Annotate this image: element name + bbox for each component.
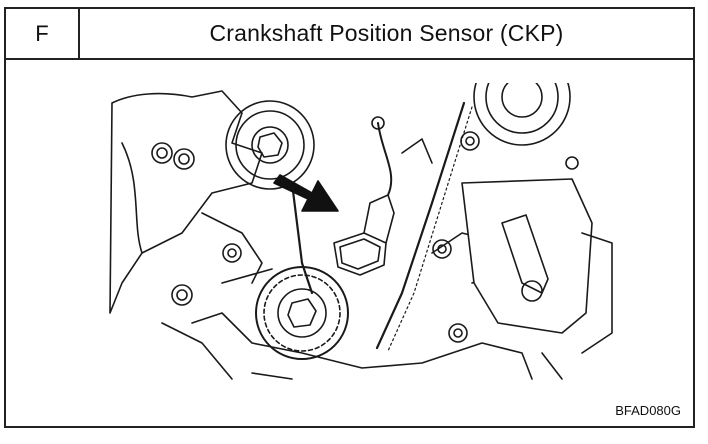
figure-panel: F Crankshaft Position Sensor (CKP) [4,7,695,428]
section-letter: F [6,9,80,58]
section-title: Crankshaft Position Sensor (CKP) [209,20,564,46]
tensioner-pulley [225,100,315,190]
timing-belt-left [290,181,314,295]
engine-block-outline [109,90,263,314]
timing-belt-right [375,101,466,350]
engine-illustration [109,83,613,380]
crankshaft-sprocket [255,266,349,360]
bolts [151,131,579,343]
water-pump-pulley [473,83,571,146]
engine-block-lower [191,312,533,380]
figure-code: BFAD080G [615,403,681,418]
panel-header: F Crankshaft Position Sensor (CKP) [6,9,693,60]
mount-bracket [461,178,593,334]
ckp-sensor [333,116,395,276]
indicator-arrow [273,174,339,212]
